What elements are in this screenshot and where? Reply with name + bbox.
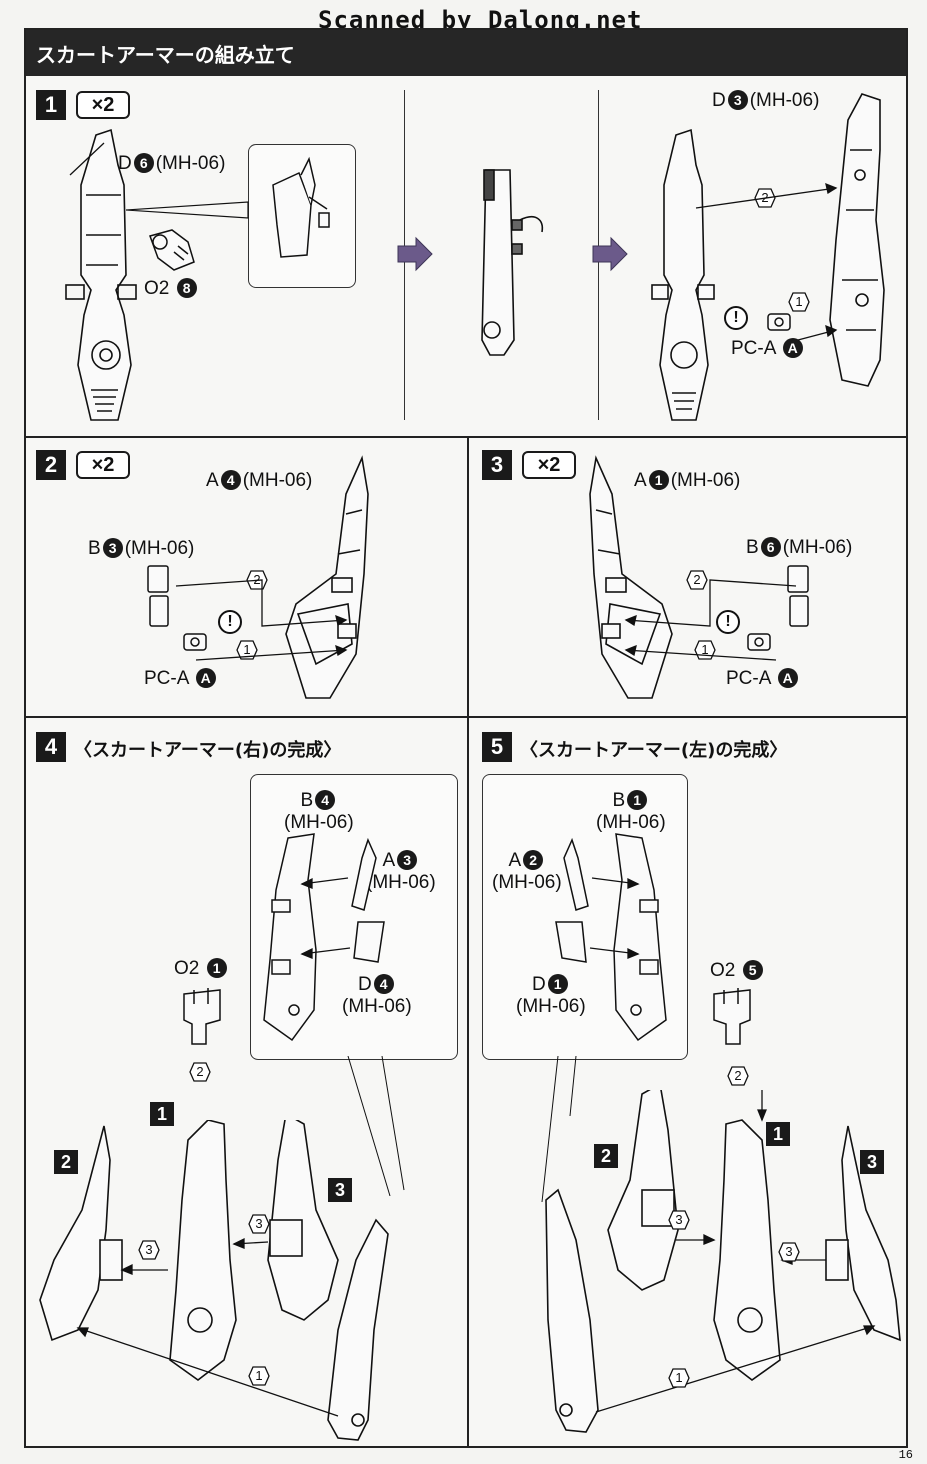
- assembly-arrows: [695, 182, 838, 341]
- order-1-marker: 1: [236, 640, 258, 660]
- skirt-frame-drawing: [651, 128, 715, 421]
- sub-assembly-3-badge: 3: [328, 1178, 352, 1202]
- order-2-marker: 2: [727, 1066, 749, 1086]
- step-2-multiplier: ×2: [76, 451, 130, 479]
- divider: [26, 716, 906, 718]
- pc-a-part-drawing: [767, 313, 791, 331]
- order-3-marker: 3: [778, 1242, 800, 1262]
- order-1-marker: 1: [248, 1366, 270, 1386]
- step-3-number: 3: [482, 450, 512, 480]
- pc-a-part-drawing: [747, 633, 771, 651]
- a1-armor-drawing: [589, 455, 673, 699]
- divider: [26, 436, 906, 438]
- step-5-number: 5: [482, 732, 512, 762]
- assembled-frame-drawing: [481, 169, 544, 356]
- sub-assembly-1-badge: 1: [150, 1102, 174, 1126]
- sub-assembly-1-badge: 1: [766, 1122, 790, 1146]
- order-3-marker: 3: [248, 1214, 270, 1234]
- step-1-multiplier: ×2: [76, 91, 130, 119]
- o2-part-drawing: [149, 229, 195, 271]
- label-o2-8: O2 8: [144, 278, 199, 300]
- order-3-marker: 3: [138, 1240, 160, 1260]
- label-pc-a: PC-A A: [144, 668, 218, 690]
- detail-callout: [248, 144, 356, 288]
- order-3-marker: 3: [668, 1210, 690, 1230]
- skirt-frame-drawing: [65, 128, 137, 421]
- next-arrow-icon: [397, 236, 433, 272]
- step-5-title: 〈スカートアーマー(左)の完成〉: [520, 740, 788, 761]
- label-o2-1: O2 1: [174, 958, 229, 980]
- step-3-multiplier: ×2: [522, 451, 576, 479]
- callout-leader: [126, 201, 249, 219]
- warning-icon: !: [724, 306, 748, 330]
- step-2-number: 2: [36, 450, 66, 480]
- b3-part-drawing: [147, 565, 169, 627]
- section-title-bar: スカートアーマーの組み立て: [26, 30, 906, 76]
- final-assembly-right-drawing: [39, 1120, 389, 1441]
- callout-pointer: [541, 1056, 577, 1203]
- label-pc-a: PC-A A: [726, 668, 800, 690]
- order-2-marker: 2: [189, 1062, 211, 1082]
- callout-parts-drawing: [263, 833, 385, 1042]
- a4-armor-drawing: [285, 455, 369, 699]
- step-4-number: 4: [36, 732, 66, 762]
- d3-panel-drawing: [829, 93, 885, 387]
- order-2-marker: 2: [686, 570, 708, 590]
- divider: [467, 436, 469, 1448]
- sub-assembly-2-badge: 2: [54, 1150, 78, 1174]
- step-1-number: 1: [36, 90, 66, 120]
- order-1-marker: 1: [668, 1368, 690, 1388]
- assembly-arrows: [624, 579, 797, 661]
- section-title: スカートアーマーの組み立て: [36, 43, 295, 67]
- label-pc-a: PC-A A: [731, 338, 805, 360]
- sub-assembly-3-badge: 3: [860, 1150, 884, 1174]
- callout-parts-drawing: [555, 833, 667, 1042]
- final-assembly-left-drawing: [545, 1090, 901, 1433]
- step-4-title: 〈スカートアーマー(右)の完成〉: [74, 740, 342, 761]
- page-number: 16: [898, 1448, 913, 1462]
- warning-icon: !: [716, 610, 740, 634]
- label-o2-5: O2 5: [710, 960, 765, 982]
- order-1-marker: 1: [788, 292, 810, 312]
- pc-a-part-drawing: [183, 633, 207, 651]
- o2-part-drawing: [713, 988, 751, 1045]
- next-arrow-icon: [592, 236, 628, 272]
- assembly-arrows: [175, 579, 348, 661]
- warning-icon: !: [218, 610, 242, 634]
- callout-pointer: [347, 1056, 405, 1196]
- o2-part-drawing: [183, 988, 221, 1045]
- b6-part-drawing: [787, 565, 809, 627]
- sub-assembly-2-badge: 2: [594, 1144, 618, 1168]
